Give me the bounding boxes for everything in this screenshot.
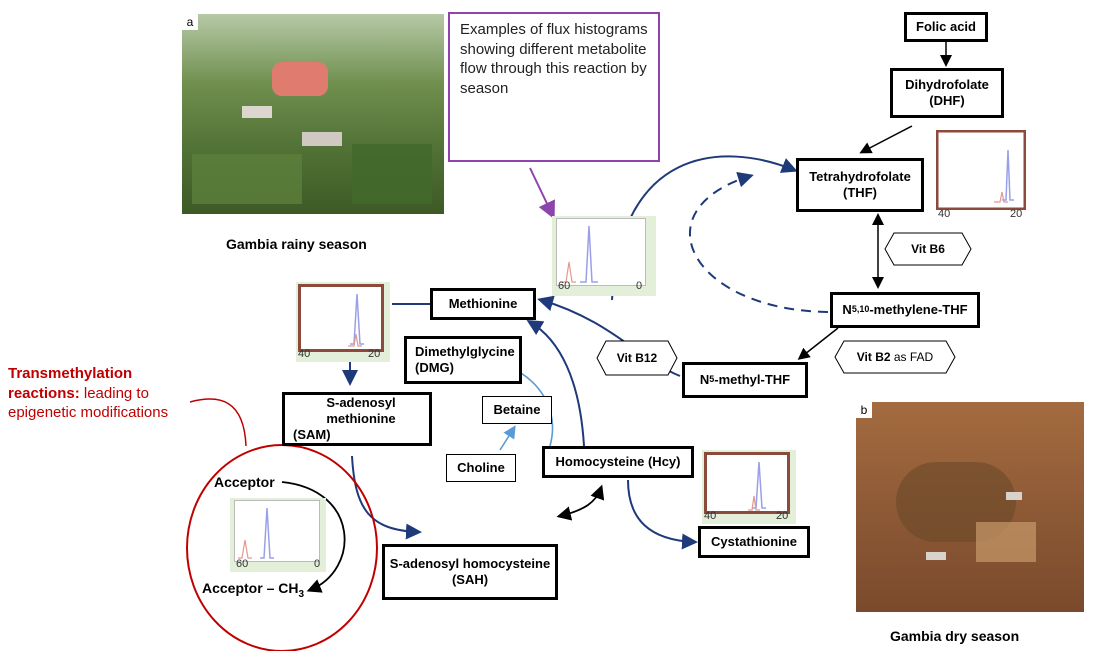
vit-b6-label: Vit B6 — [911, 242, 945, 256]
vit-b2-hexagon: Vit B2 as FAD — [834, 340, 956, 374]
transmethylation-label: Transmethylation reactions: leading to e… — [8, 364, 198, 423]
histogram-center-tick-left: 60 — [558, 280, 571, 292]
node-dmg: Dimethylglycine(DMG) — [404, 336, 522, 384]
histogram-thf-tick-right: 20 — [1010, 208, 1023, 220]
caption-dry-season: Gambia dry season — [890, 628, 1020, 644]
photo-tag-b: b — [856, 402, 872, 418]
node-sam: S-adenosyl methionine(SAM) — [282, 392, 432, 446]
histogram-thf-plot — [935, 129, 1027, 211]
histogram-center-plot — [556, 218, 646, 286]
node-betaine: Betaine — [482, 396, 552, 424]
caption-rainy-season: Gambia rainy season — [226, 236, 367, 252]
arrow-methylene-to-methyl — [797, 327, 839, 360]
label-acceptor-ch3: Acceptor – CH3 — [202, 580, 305, 600]
arrow-sam-to-sah — [351, 455, 422, 540]
arrow-hcy-to-cyst — [627, 479, 698, 550]
vit-b12-label: Vit B12 — [617, 351, 658, 365]
arrow-sah-hcy — [556, 484, 605, 521]
histogram-cyst-tick-right: 20 — [776, 510, 789, 522]
histogram-thf-tick-left: 40 — [938, 208, 951, 220]
histogram-sam-tick-right: 20 — [368, 348, 381, 360]
callout-flux-histograms: Examples of flux histograms showing diff… — [448, 12, 660, 162]
histogram-acceptor: 60 0 — [230, 498, 326, 572]
transmethylation-rest: leading to epigenetic modifications — [8, 384, 169, 422]
transmethylation-connector — [189, 398, 247, 447]
photo-rainy-season: a — [182, 14, 444, 214]
arrow-hcy-to-methionine — [526, 319, 585, 447]
histogram-acceptor-tick-right: 0 — [314, 558, 321, 570]
histogram-thf: 40 20 — [935, 129, 1027, 222]
arrow-dashed-methylene-to-thf — [689, 171, 829, 313]
histogram-sam-tick-left: 40 — [298, 348, 311, 360]
transmethylation-bold: Transmethylation reactions: — [8, 365, 133, 402]
histogram-acceptor-plot — [234, 500, 320, 562]
node-dhf: Dihydrofolate(DHF) — [890, 68, 1004, 118]
vit-b12-hexagon: Vit B12 — [596, 340, 678, 376]
node-thf: Tetrahydrofolate(THF) — [796, 158, 924, 212]
arrow-callout-pointer — [529, 167, 555, 220]
node-cystathionine: Cystathionine — [698, 526, 810, 558]
callout-text: Examples of flux histograms showing diff… — [460, 21, 648, 97]
histogram-sam-plot — [298, 284, 384, 352]
histogram-cystathionine: 40 20 — [702, 450, 796, 524]
arrow-acceptor-methylation — [281, 481, 346, 593]
photo-tag-a: a — [182, 14, 198, 30]
histogram-acceptor-tick-left: 60 — [236, 558, 249, 570]
histogram-cyst-plot — [704, 452, 790, 514]
histogram-sam: 40 20 — [296, 282, 390, 362]
photo-dry-season: b — [856, 402, 1084, 612]
histogram-center-tick-right: 0 — [636, 280, 643, 292]
node-sah: S-adenosyl homocysteine(SAH) — [382, 544, 558, 600]
histogram-center: 60 0 — [552, 216, 656, 296]
node-folic-acid: Folic acid — [904, 12, 988, 42]
node-homocysteine: Homocysteine (Hcy) — [542, 446, 694, 478]
vit-b6-hexagon: Vit B6 — [884, 232, 972, 266]
label-acceptor: Acceptor — [214, 474, 275, 490]
vit-b2-label: Vit B2 as FAD — [857, 350, 934, 364]
node-methionine: Methionine — [430, 288, 536, 320]
node-choline: Choline — [446, 454, 516, 482]
arrow-choline-to-betaine — [499, 425, 516, 451]
arrow-dhf-to-thf — [859, 125, 913, 154]
histogram-cyst-tick-left: 40 — [704, 510, 717, 522]
